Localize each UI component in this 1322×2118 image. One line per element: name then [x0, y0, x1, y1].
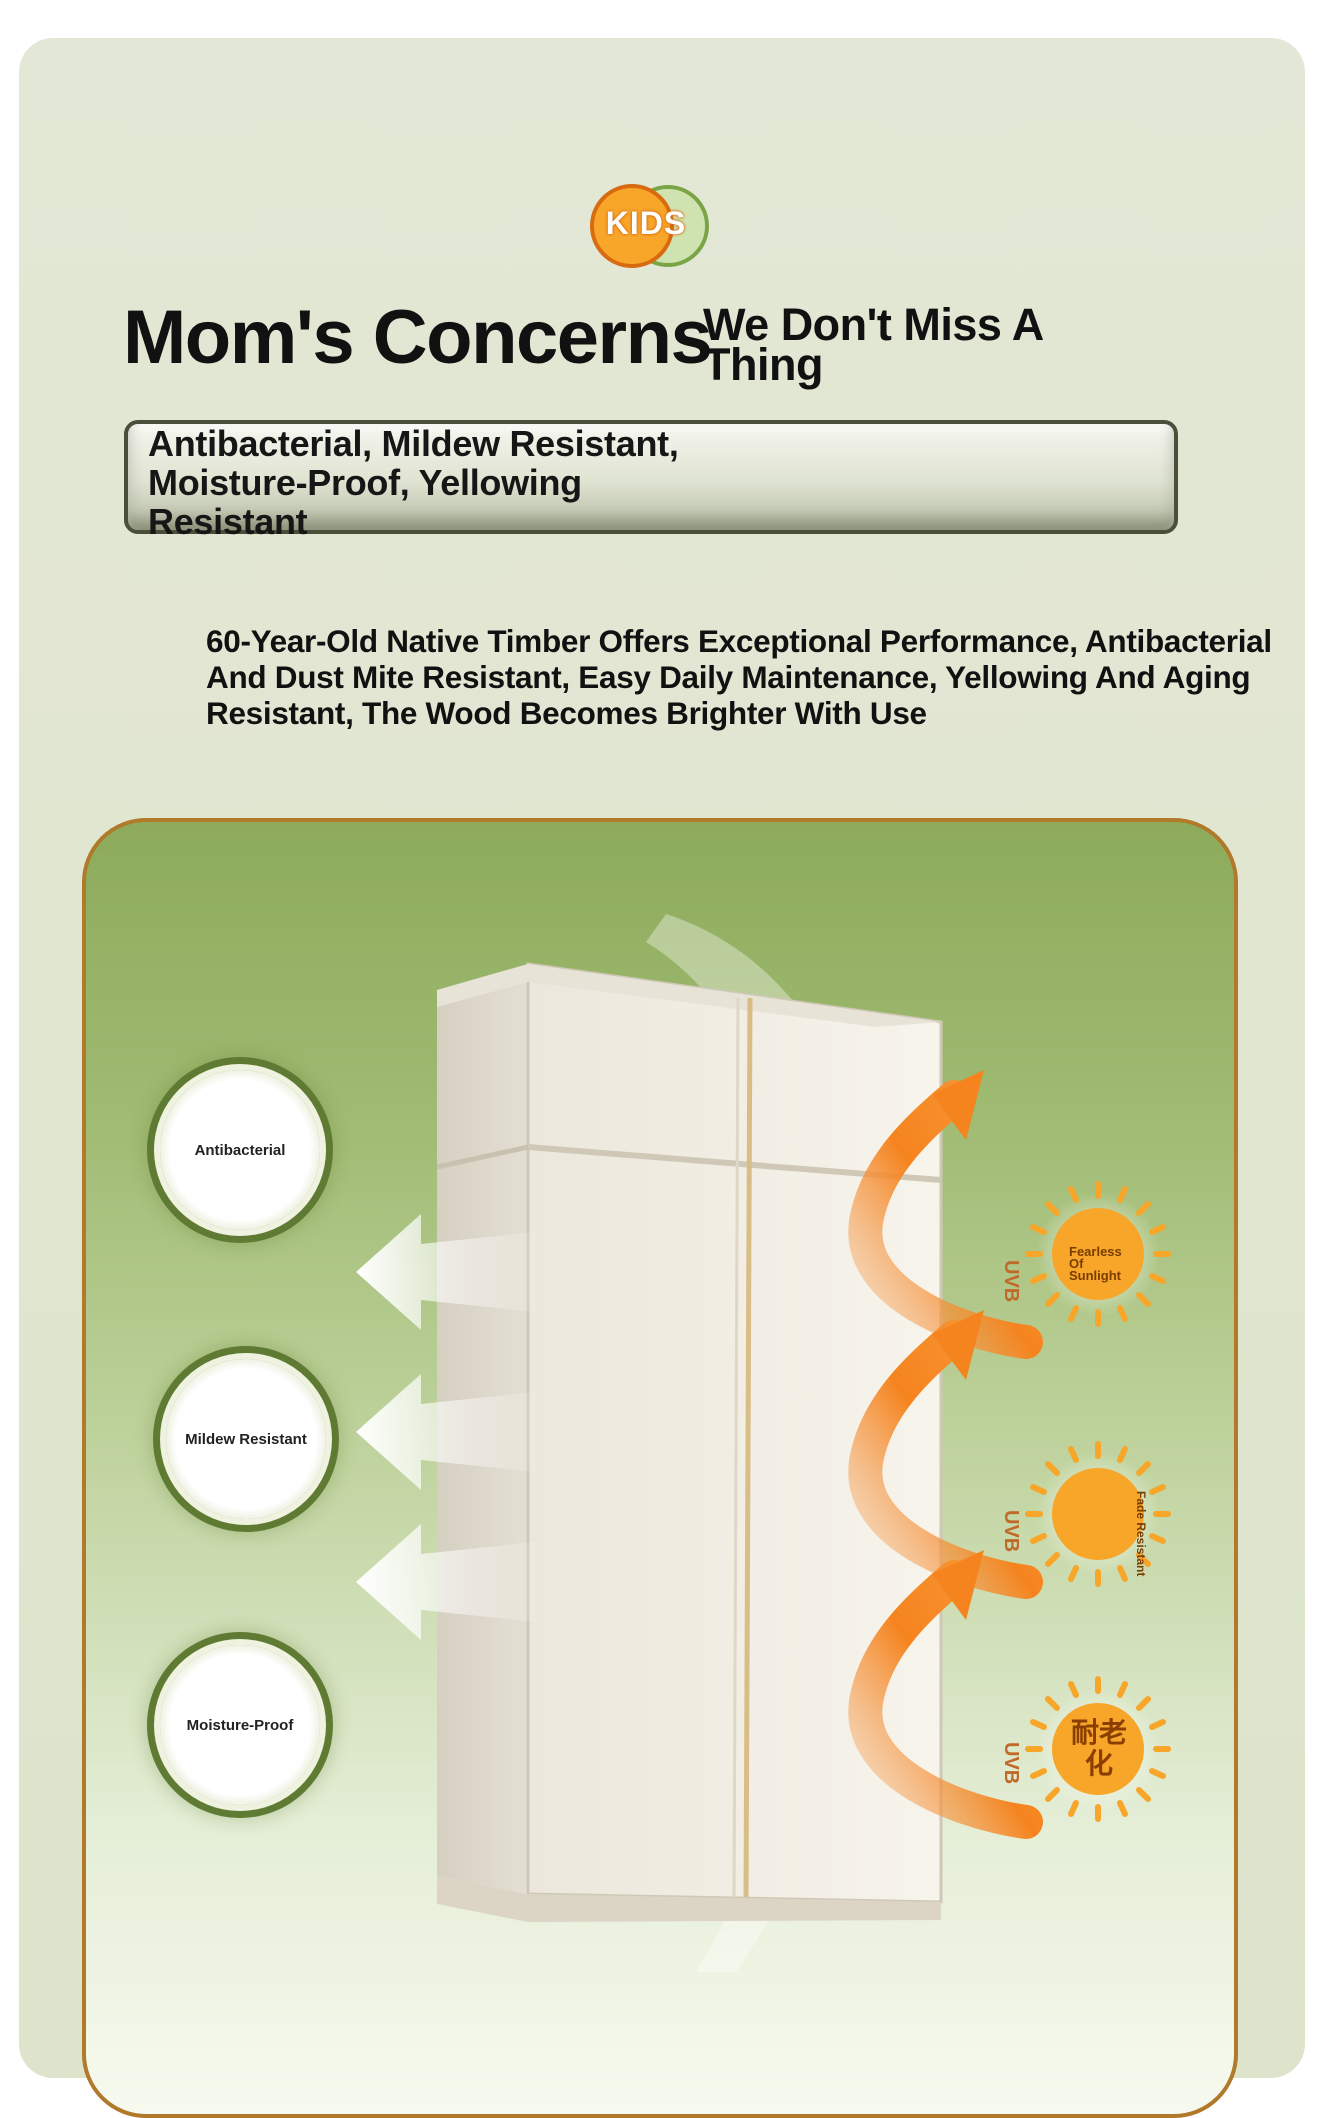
uvb-label-3: UVB [1000, 1742, 1022, 1785]
sun-label-2: Fade Resistant [1134, 1491, 1148, 1577]
sun-icon-1 [1025, 1181, 1171, 1327]
product-description: 60-Year-Old Native Timber Offers Excepti… [206, 623, 1272, 731]
page-title: Mom's Concerns [123, 295, 713, 380]
white-arrow-3 [356, 1524, 536, 1640]
sun-icon-3 [1025, 1676, 1171, 1822]
feature-label: Mildew Resistant [185, 1430, 307, 1448]
uvb-label-1: UVB [1000, 1260, 1022, 1303]
uvb-label-2: UVB [1000, 1510, 1022, 1553]
sun-label-3: 耐老化 [1070, 1717, 1127, 1779]
page-tagline: We Don't Miss A Thing [703, 299, 1043, 390]
kids-logo-icon [590, 184, 709, 268]
white-arrow-2 [356, 1374, 536, 1490]
feature-mildew-resistant: Mildew Resistant [166, 1359, 326, 1519]
features-banner: Antibacterial, Mildew Resistant, Moistur… [124, 420, 1178, 541]
sun-icon-2 [1025, 1441, 1171, 1587]
banner-text: Antibacterial, Mildew Resistant, Moistur… [148, 423, 679, 542]
feature-label: Moisture-Proof [186, 1716, 294, 1734]
sun-label-1: Fearless Of Sunlight [1069, 1244, 1122, 1283]
white-arrow-1 [356, 1214, 536, 1330]
uv-swirl-arrow-3 [848, 1550, 1043, 1839]
feature-moisture-proof: Moisture-Proof [160, 1645, 320, 1805]
logo-text: KIDS [605, 205, 687, 241]
illustration-panel: Antibacterial Mildew Resistant Moisture-… [82, 818, 1238, 2118]
wardrobe-scene [356, 914, 1171, 1972]
feature-antibacterial: Antibacterial [160, 1070, 320, 1230]
feature-label: Antibacterial [194, 1141, 286, 1159]
